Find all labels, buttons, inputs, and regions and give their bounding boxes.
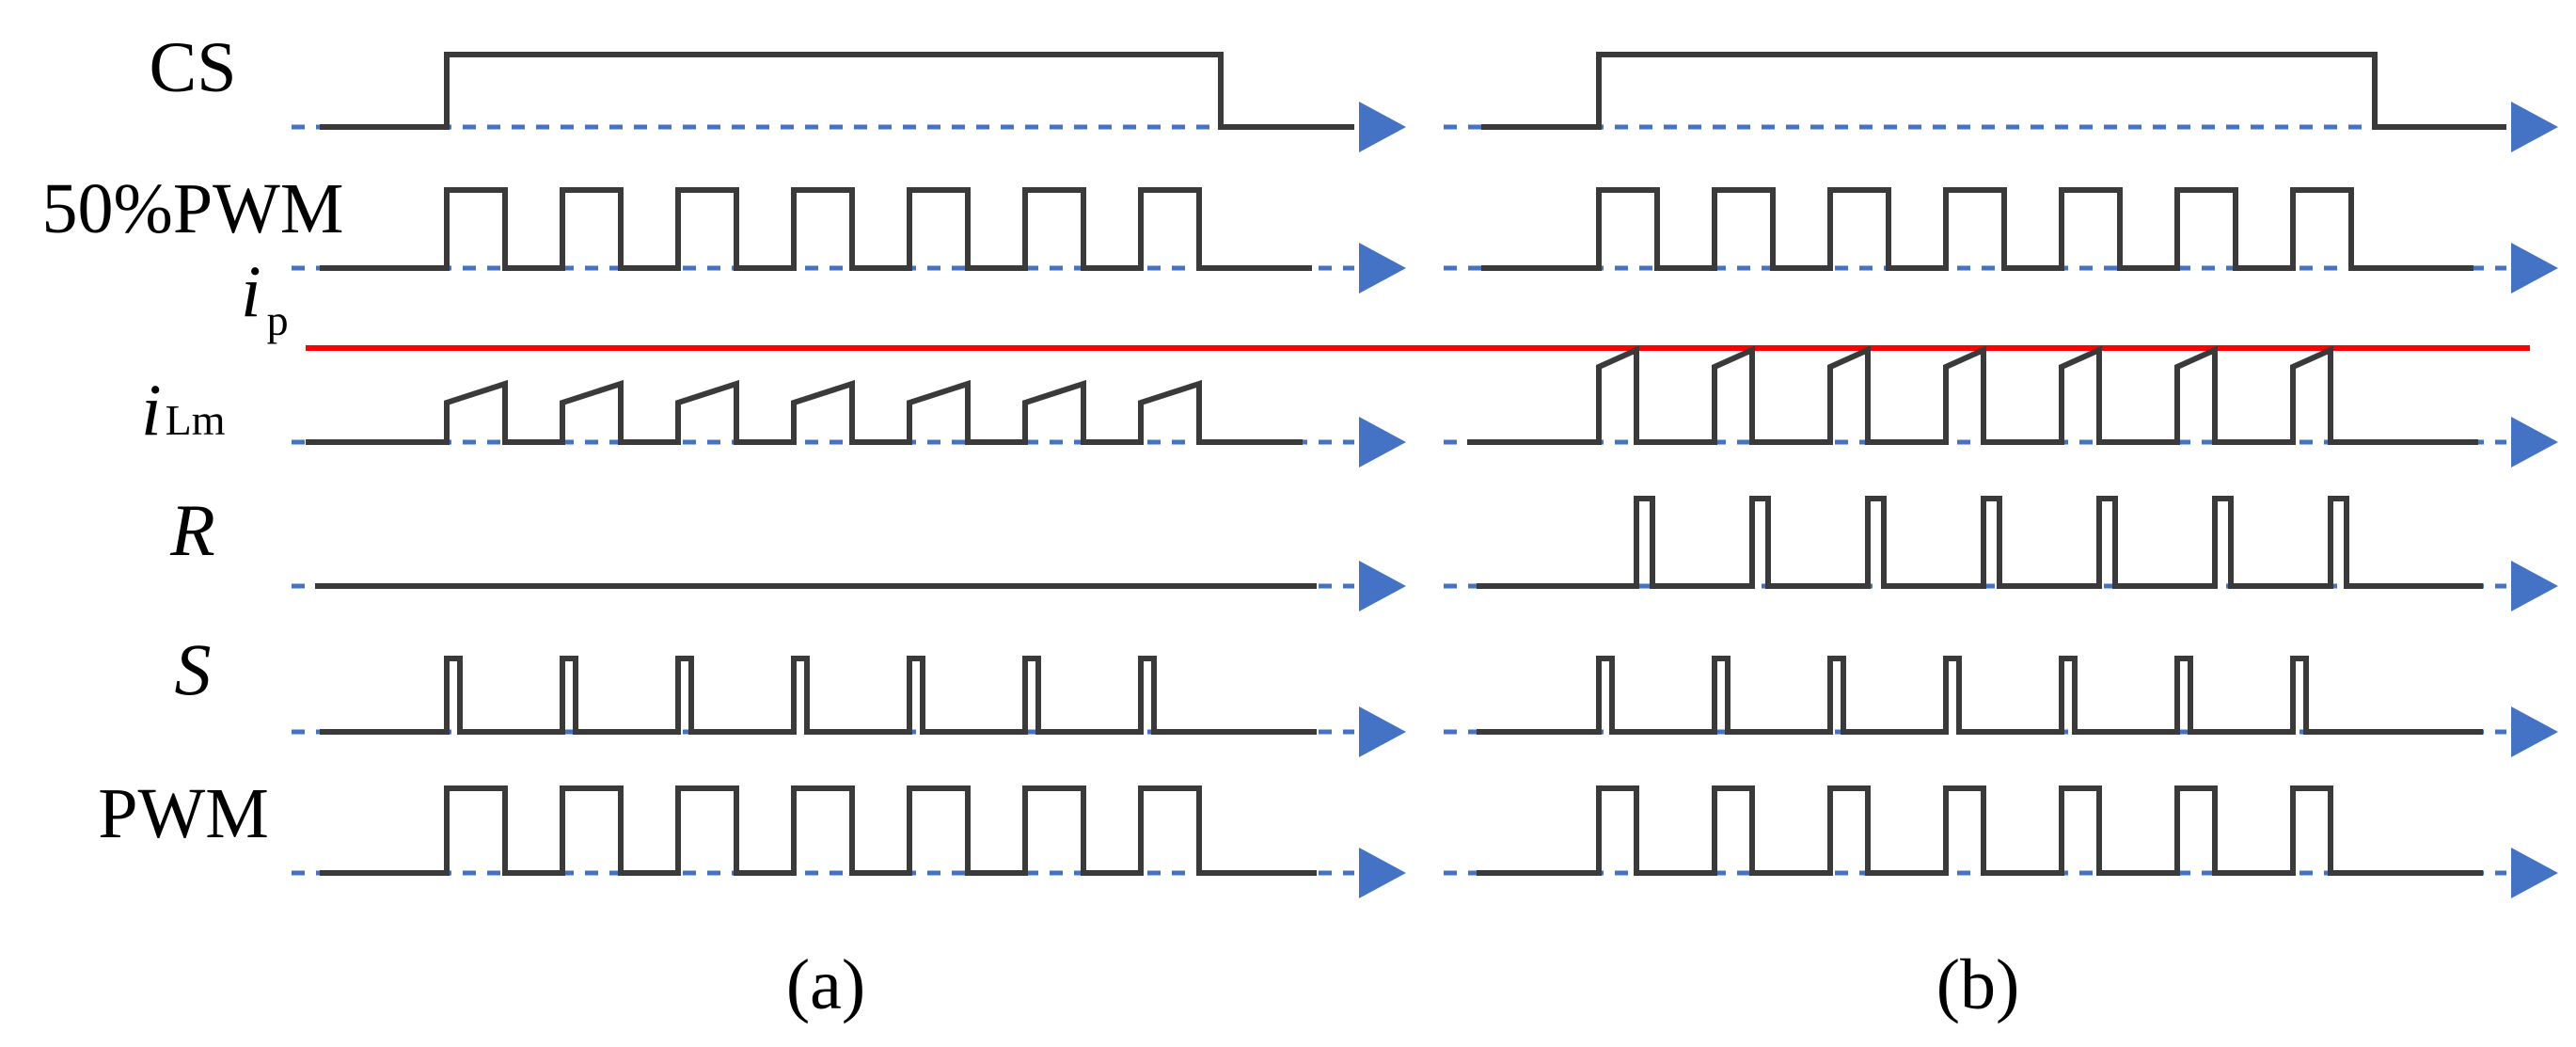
axis-arrow-icon-a-cs [1359, 102, 1406, 152]
wave-b-cs [1481, 52, 2506, 130]
axis-arrow-icon-a-s [1359, 706, 1406, 757]
caption-a: (a) [786, 945, 865, 1024]
label-ip-main: i [241, 250, 261, 332]
label-pwm: PWM [98, 774, 269, 853]
label-r: R [169, 489, 215, 571]
wave-b-ilm [1467, 345, 2478, 445]
axis-arrow-icon-b-ilm [2511, 417, 2558, 468]
axis-arrow-icon-a-ilm [1359, 417, 1406, 468]
label-ilm-sub: Lm [166, 396, 226, 444]
axis-arrow-icon-b-pwm50 [2511, 243, 2558, 293]
axis-arrow-icon-b-pwm [2511, 848, 2558, 898]
wave-a-50pwm [320, 187, 1312, 271]
axis-arrow-icon-a-pwm [1359, 848, 1406, 898]
label-ilm-main: i [141, 369, 162, 451]
wave-b-r [1477, 496, 2483, 589]
wave-b-pwm [1477, 785, 2483, 876]
wave-b-s [1477, 656, 2483, 735]
label-s: S [175, 628, 212, 710]
label-50pwm: 50%PWM [42, 169, 344, 248]
wave-a-cs [320, 52, 1354, 130]
caption-b: (b) [1936, 945, 2020, 1024]
axis-arrow-icon-b-s [2511, 706, 2558, 757]
wave-b-50pwm [1481, 187, 2473, 271]
axis-arrow-icon-a-pwm50 [1359, 243, 1406, 293]
waveforms [306, 52, 2506, 876]
wave-a-ilm [306, 379, 1303, 445]
axis-arrow-icon-b-r [2511, 561, 2558, 611]
wave-a-s [320, 656, 1317, 735]
label-cs: CS [150, 28, 237, 107]
wave-a-pwm [320, 785, 1317, 876]
label-ilm: iLm [141, 369, 226, 451]
axis-arrow-icon-b-cs [2511, 102, 2558, 152]
axis-arrows [1359, 102, 2558, 898]
axis-arrow-icon-a-r [1359, 561, 1406, 611]
label-ip-sub: p [267, 296, 289, 344]
time-axes [292, 124, 2506, 876]
